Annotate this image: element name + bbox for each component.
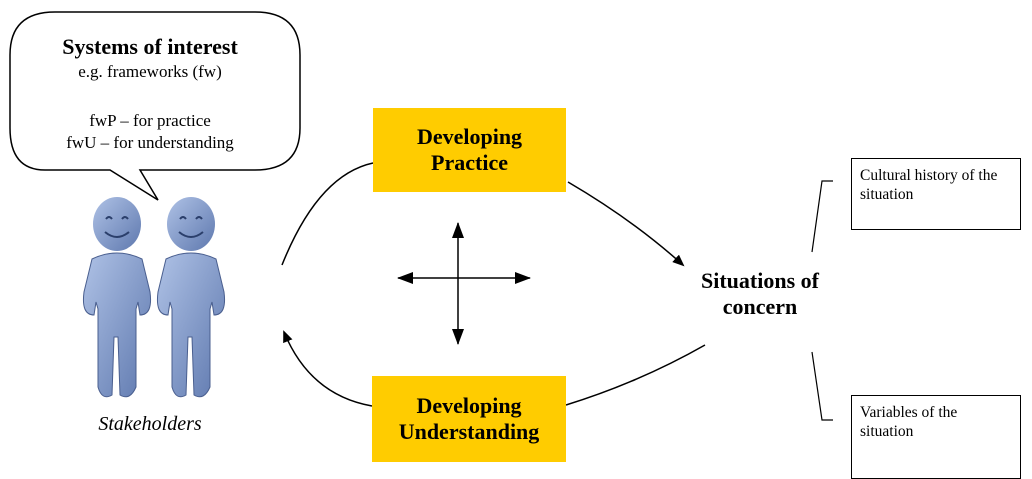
speech-bubble [9, 11, 301, 201]
situations-label: Situations of concern [701, 268, 819, 320]
arrow-practice-to-situations [567, 181, 685, 267]
four-way-arrow-icon [397, 222, 531, 345]
bracket-bottom [811, 351, 833, 421]
bubble-line-1: e.g. frameworks (fw) [78, 62, 222, 81]
bubble-title: Systems of interest [62, 34, 238, 59]
cultural-history-box: Cultural history of the situation [851, 158, 1021, 230]
developing-understanding-box: Developing Understanding [372, 376, 566, 462]
arrow-understanding-to-stakeholders [283, 330, 373, 407]
bubble-line-3: fwU – for understanding [66, 133, 234, 152]
curve-situations-to-understanding [565, 344, 706, 406]
stakeholders-label: Stakeholders [98, 413, 202, 435]
developing-practice-box: Developing Practice [373, 108, 566, 192]
person-icon [157, 197, 225, 398]
variables-box: Variables of the situation [851, 395, 1021, 479]
bracket-top [811, 180, 833, 253]
bubble-line-2: fwP – for practice [89, 111, 211, 130]
curve-stakeholders-to-practice [281, 162, 374, 266]
person-icon [83, 197, 151, 398]
